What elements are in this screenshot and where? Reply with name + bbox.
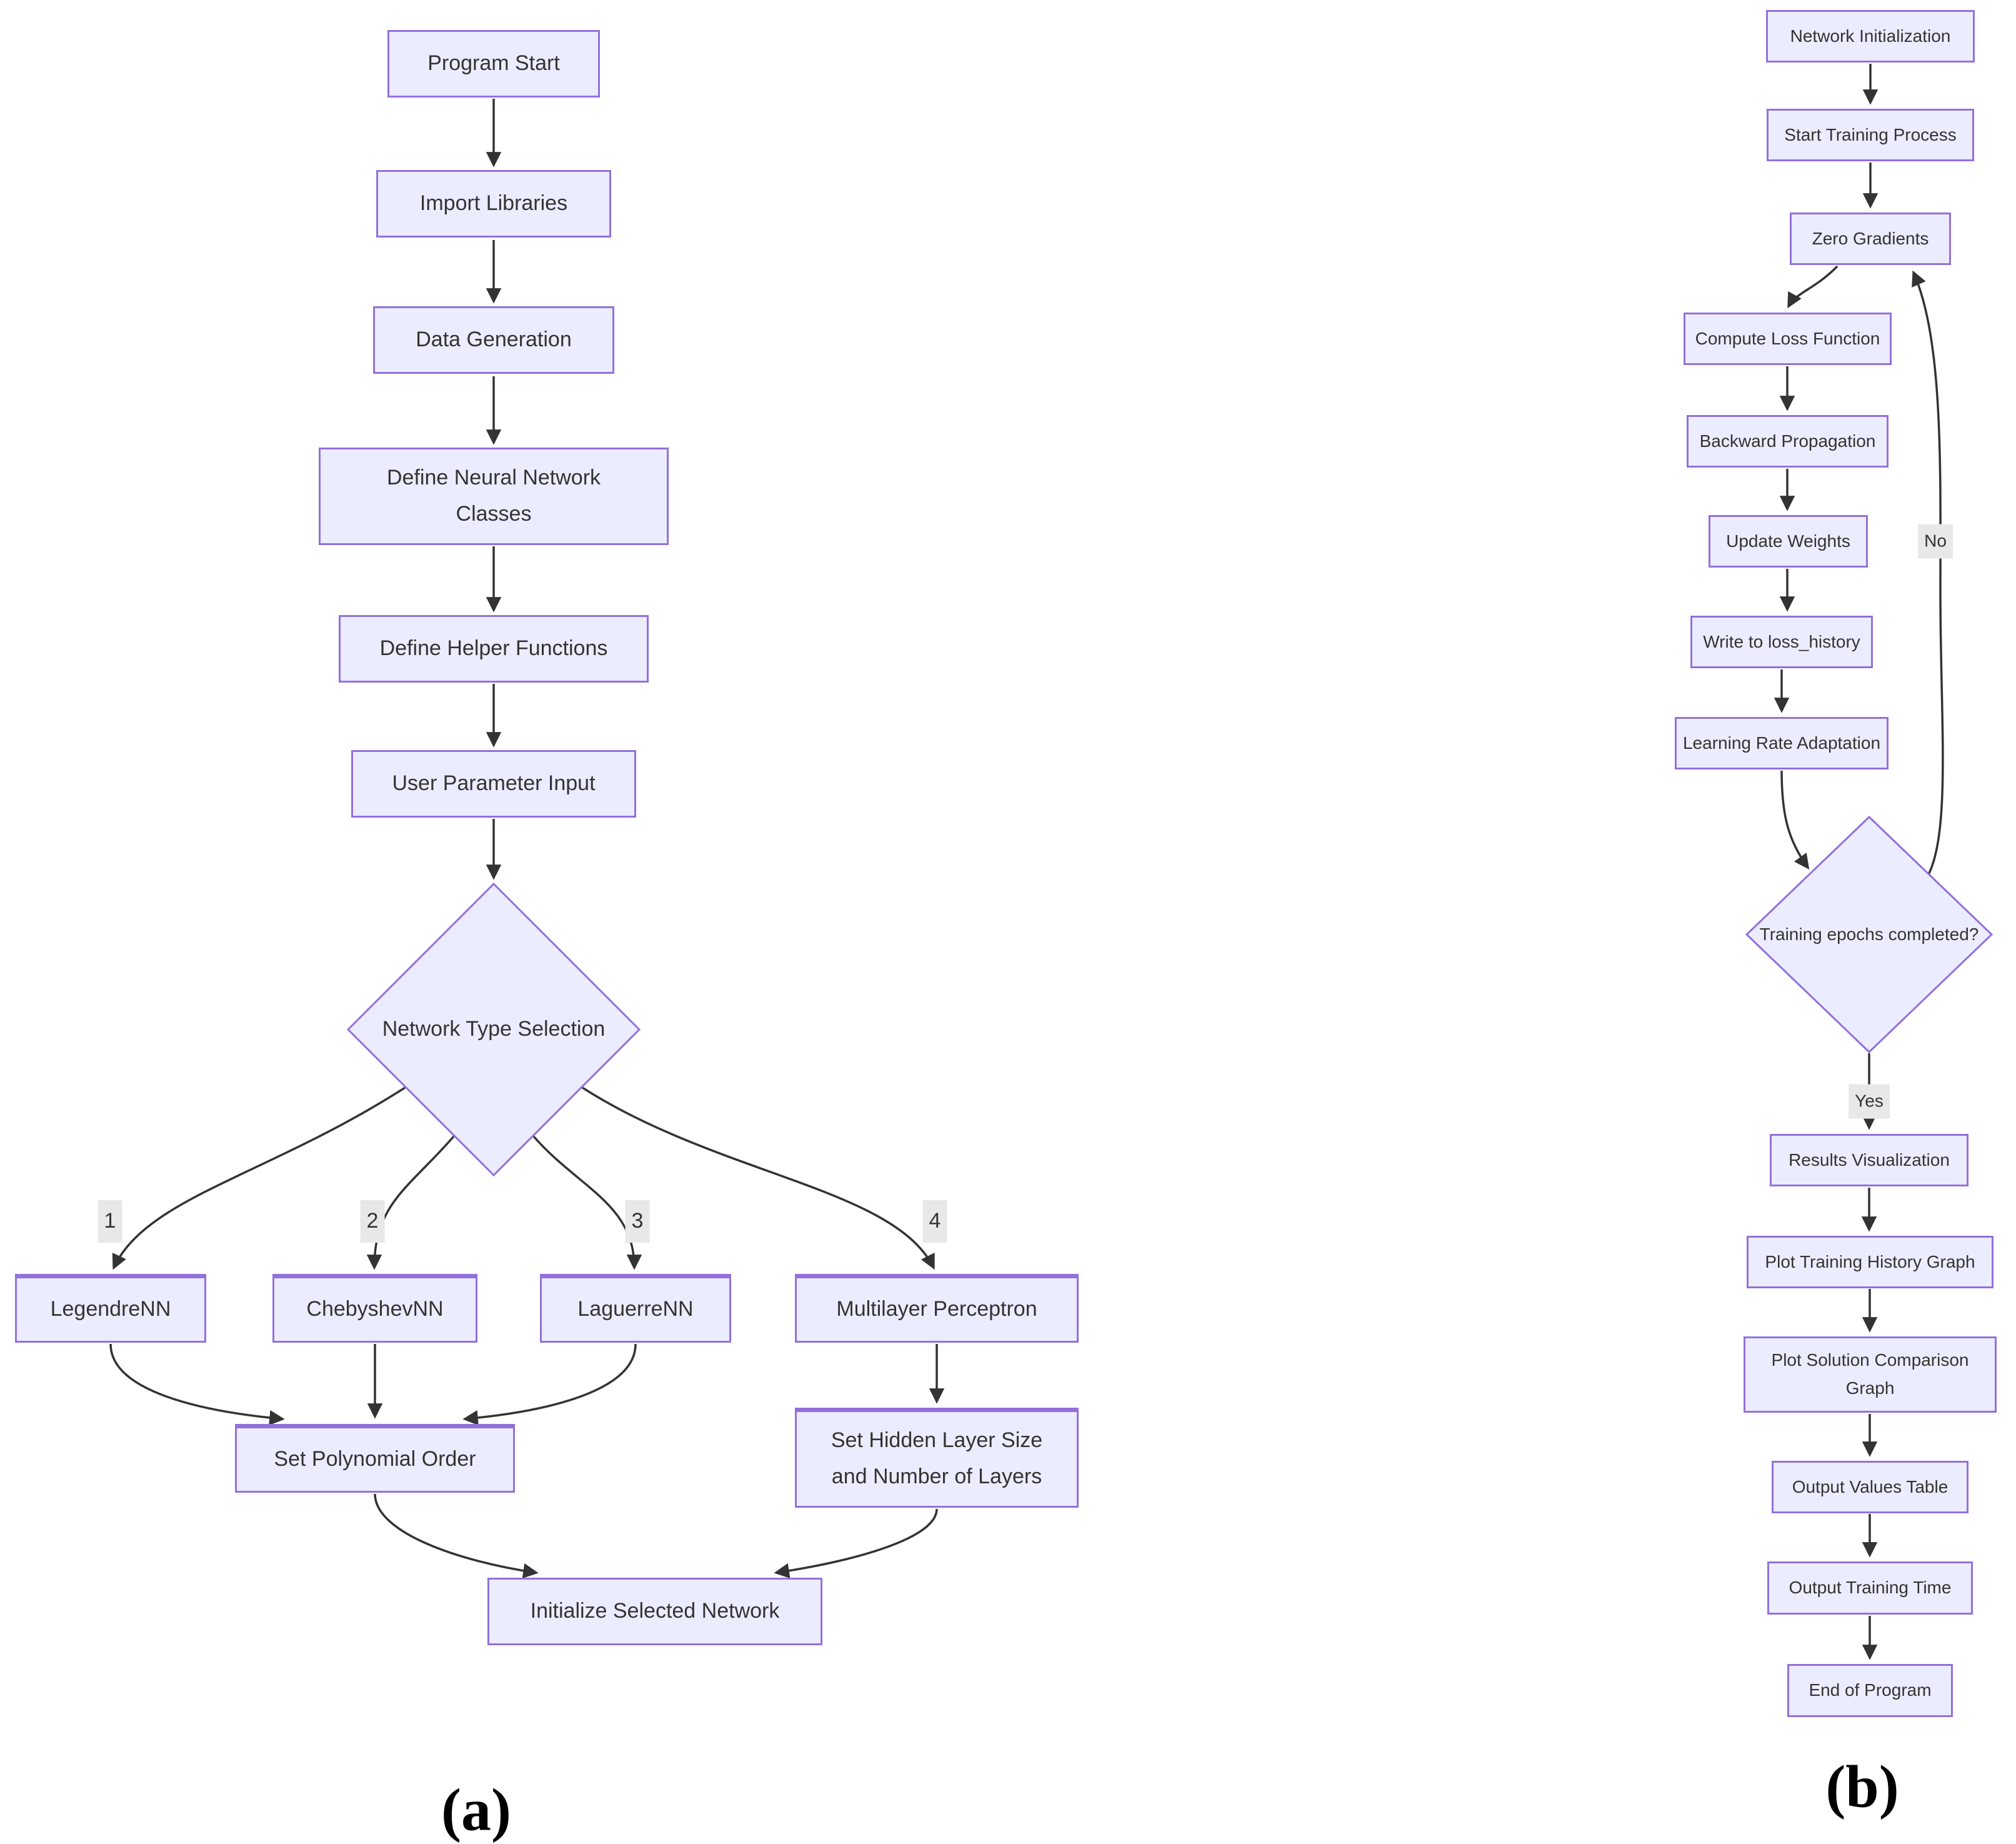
node-multilayer-perceptron: Multilayer Perceptron — [795, 1274, 1079, 1343]
node-define-nn-classes: Define Neural Network Classes — [319, 448, 669, 545]
edge-label-no: No — [1918, 524, 1953, 559]
edge-a-branch-1 — [112, 1086, 406, 1270]
flow-a-edges — [109, 99, 945, 1579]
node-import-libraries: Import Libraries — [376, 170, 611, 238]
edge-b-zero-loss — [1787, 265, 1839, 309]
node-backward-propagation: Backward Propagation — [1687, 415, 1889, 468]
node-user-parameter-input: User Parameter Input — [351, 750, 636, 818]
node-define-helper-functions: Define Helper Functions — [339, 615, 649, 683]
edge-a-branch-2 — [366, 1135, 455, 1270]
node-network-type-selection: Network Type Selection — [382, 1017, 606, 1041]
edge-label-branch-4: 4 — [922, 1200, 947, 1243]
edge-label-branch-2: 2 — [360, 1200, 385, 1243]
flow-b-edges — [1774, 64, 1944, 1660]
edge-a-legendre-setpoly — [109, 1343, 285, 1426]
node-epochs-completed: Training epochs completed? — [1759, 924, 1979, 944]
node-plot-training-history: Plot Training History Graph — [1747, 1236, 1994, 1288]
node-results-visualization: Results Visualization — [1770, 1134, 1969, 1186]
edge-a-setpoly-init — [374, 1493, 539, 1579]
node-output-values-table: Output Values Table — [1772, 1461, 1969, 1513]
node-network-initialization: Network Initialization — [1766, 10, 1975, 63]
node-set-hidden-layer: Set Hidden Layer Size and Number of Laye… — [795, 1408, 1079, 1508]
node-compute-loss-function: Compute Loss Function — [1684, 313, 1892, 365]
node-set-polynomial-order: Set Polynomial Order — [235, 1424, 515, 1493]
node-output-training-time: Output Training Time — [1767, 1561, 1973, 1615]
node-program-start: Program Start — [387, 30, 600, 98]
edge-label-branch-3: 3 — [625, 1200, 650, 1243]
decision-diamond-network-type — [346, 882, 641, 1177]
node-zero-gradients: Zero Gradients — [1790, 213, 1951, 265]
node-legendre-nn: LegendreNN — [15, 1274, 206, 1343]
edge-label-branch-1: 1 — [97, 1200, 122, 1243]
node-end-of-program: End of Program — [1787, 1664, 1953, 1717]
node-initialize-network: Initialize Selected Network — [487, 1578, 822, 1645]
caption-b: (b) — [1825, 1753, 1899, 1820]
node-plot-solution-comparison: Plot Solution Comparison Graph — [1744, 1336, 1997, 1413]
edge-b-lr-decision — [1780, 770, 1810, 869]
decision-diamond-epochs-completed — [1745, 815, 1994, 1054]
node-chebyshev-nn: ChebyshevNN — [272, 1274, 477, 1343]
node-laguerre-nn: LaguerreNN — [540, 1274, 731, 1343]
node-write-loss-history: Write to loss_history — [1690, 616, 1873, 668]
node-learning-rate-adaptation: Learning Rate Adaptation — [1675, 717, 1889, 769]
edge-a-branch-3 — [532, 1135, 642, 1270]
node-data-generation: Data Generation — [373, 306, 614, 374]
edge-a-laguerre-setpoly — [462, 1343, 637, 1426]
edge-a-branch-4 — [582, 1086, 935, 1270]
node-update-weights: Update Weights — [1709, 515, 1868, 568]
edge-b-no-loop — [1912, 270, 1944, 876]
edge-a-sethidden-init — [774, 1508, 938, 1579]
caption-a: (a) — [441, 1776, 511, 1843]
edge-label-yes: Yes — [1849, 1084, 1890, 1119]
node-start-training-process: Start Training Process — [1767, 109, 1974, 161]
